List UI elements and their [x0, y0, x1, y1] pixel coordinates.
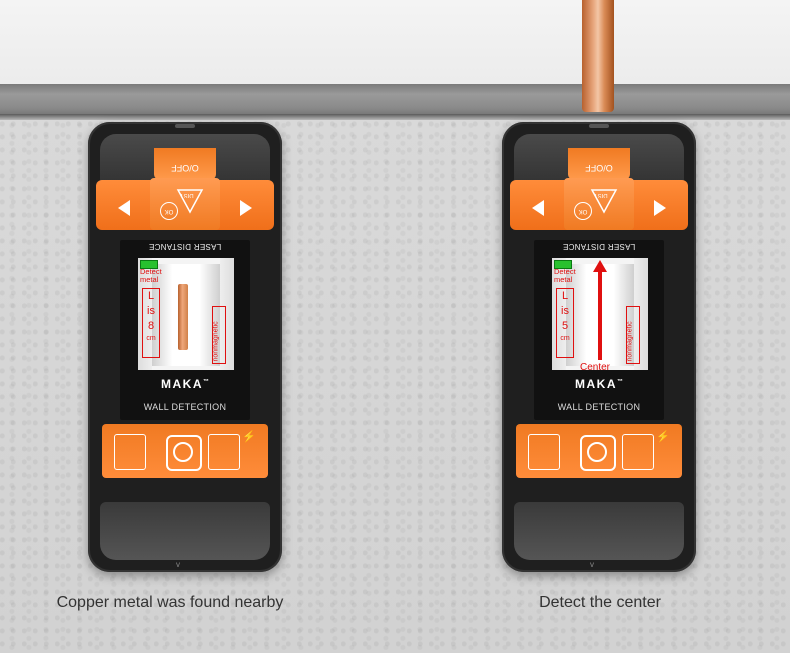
lcd-shade-left — [138, 258, 152, 370]
dist-triangle-icon — [590, 189, 618, 214]
readout-is: is — [561, 305, 569, 317]
power-icon — [173, 442, 193, 462]
wall-detection-label: WALL DETECTION — [143, 402, 227, 412]
trademark: ™ — [203, 379, 209, 385]
wall-detection-label: WALL DETECTION — [557, 402, 641, 412]
left-arrow-icon[interactable] — [118, 200, 130, 216]
caption-left: Copper metal was found nearby — [56, 594, 284, 611]
ceiling-edge — [0, 114, 790, 120]
bolt-icon: ⚡ — [656, 431, 670, 443]
center-label: Center — [580, 362, 611, 373]
detect-metal-text: Detect metal — [140, 268, 180, 284]
readout-number: 5 — [561, 320, 569, 332]
shell-bottom-panel — [100, 502, 270, 560]
mode-stud-button[interactable] — [528, 434, 560, 470]
nonmagnetic-label: nonmagnetic — [212, 321, 220, 362]
top-notch — [589, 124, 609, 128]
lcd-shade-left — [552, 258, 566, 370]
nonmagnetic-label: nonmagnetic — [626, 321, 634, 362]
onoff-button[interactable]: O/OFF — [154, 148, 216, 180]
distance-readout: L is 5 cm — [556, 288, 574, 358]
dist-triangle-icon — [176, 189, 204, 214]
distance-readout: L is 8 cm — [142, 288, 160, 358]
top-notch — [175, 124, 195, 128]
dist-label: DIST — [594, 192, 608, 198]
power-icon — [587, 442, 607, 462]
lcd-screen — [138, 258, 234, 370]
chevron-down-icon: v — [176, 560, 180, 569]
brand-logo: MAKA™ — [120, 377, 250, 391]
mode-stud-button[interactable] — [114, 434, 146, 470]
power-button[interactable] — [580, 435, 616, 471]
right-arrow-icon[interactable] — [654, 200, 666, 216]
readout-letter: L — [147, 290, 155, 302]
dist-label: DIST — [180, 192, 194, 198]
readout-letter: L — [561, 290, 569, 302]
ceiling-slab — [0, 84, 790, 118]
power-button[interactable] — [166, 435, 202, 471]
detector-right: O/OFF OK DIST LASER DISTANCE Detect meta… — [502, 122, 696, 572]
copper-detected-indicator — [178, 284, 188, 350]
shell-bottom-panel — [514, 502, 684, 560]
detect-line1: Detect — [554, 267, 576, 276]
trademark: ™ — [617, 379, 623, 385]
nonmagnetic-box — [212, 306, 226, 364]
caption-right: Detect the center — [539, 594, 661, 611]
brand-name: MAKA — [575, 377, 617, 391]
detect-line2: metal — [554, 275, 573, 284]
readout-unit: cm — [560, 335, 570, 342]
brand-logo: MAKA™ — [534, 377, 664, 391]
onoff-button[interactable]: O/OFF — [568, 148, 630, 180]
mode-ac-button[interactable] — [622, 434, 654, 470]
lcd-shade-right — [634, 258, 648, 370]
mode-ac-button[interactable] — [208, 434, 240, 470]
copper-pipe — [582, 0, 614, 112]
sky-background — [0, 0, 790, 84]
detect-metal-text: Detect metal — [554, 268, 594, 284]
detector-left: O/OFF OK DIST LASER DISTANCE Detect meta… — [88, 122, 282, 572]
brand-name: MAKA — [161, 377, 203, 391]
laser-distance-label: LASER DISTANCE — [562, 242, 636, 251]
nonmagnetic-box — [626, 306, 640, 364]
bolt-icon: ⚡ — [242, 431, 256, 443]
chevron-down-icon: v — [590, 560, 594, 569]
detect-line2: metal — [140, 275, 159, 284]
readout-unit: cm — [146, 335, 156, 342]
readout-number: 8 — [147, 320, 155, 332]
detect-line1: Detect — [140, 267, 162, 276]
battery-icon — [554, 260, 572, 269]
lcd-shade-right — [220, 258, 234, 370]
laser-distance-label: LASER DISTANCE — [148, 242, 222, 251]
readout-is: is — [147, 305, 155, 317]
right-arrow-icon[interactable] — [240, 200, 252, 216]
center-arrow-icon — [593, 260, 607, 360]
left-arrow-icon[interactable] — [532, 200, 544, 216]
battery-icon — [140, 260, 158, 269]
